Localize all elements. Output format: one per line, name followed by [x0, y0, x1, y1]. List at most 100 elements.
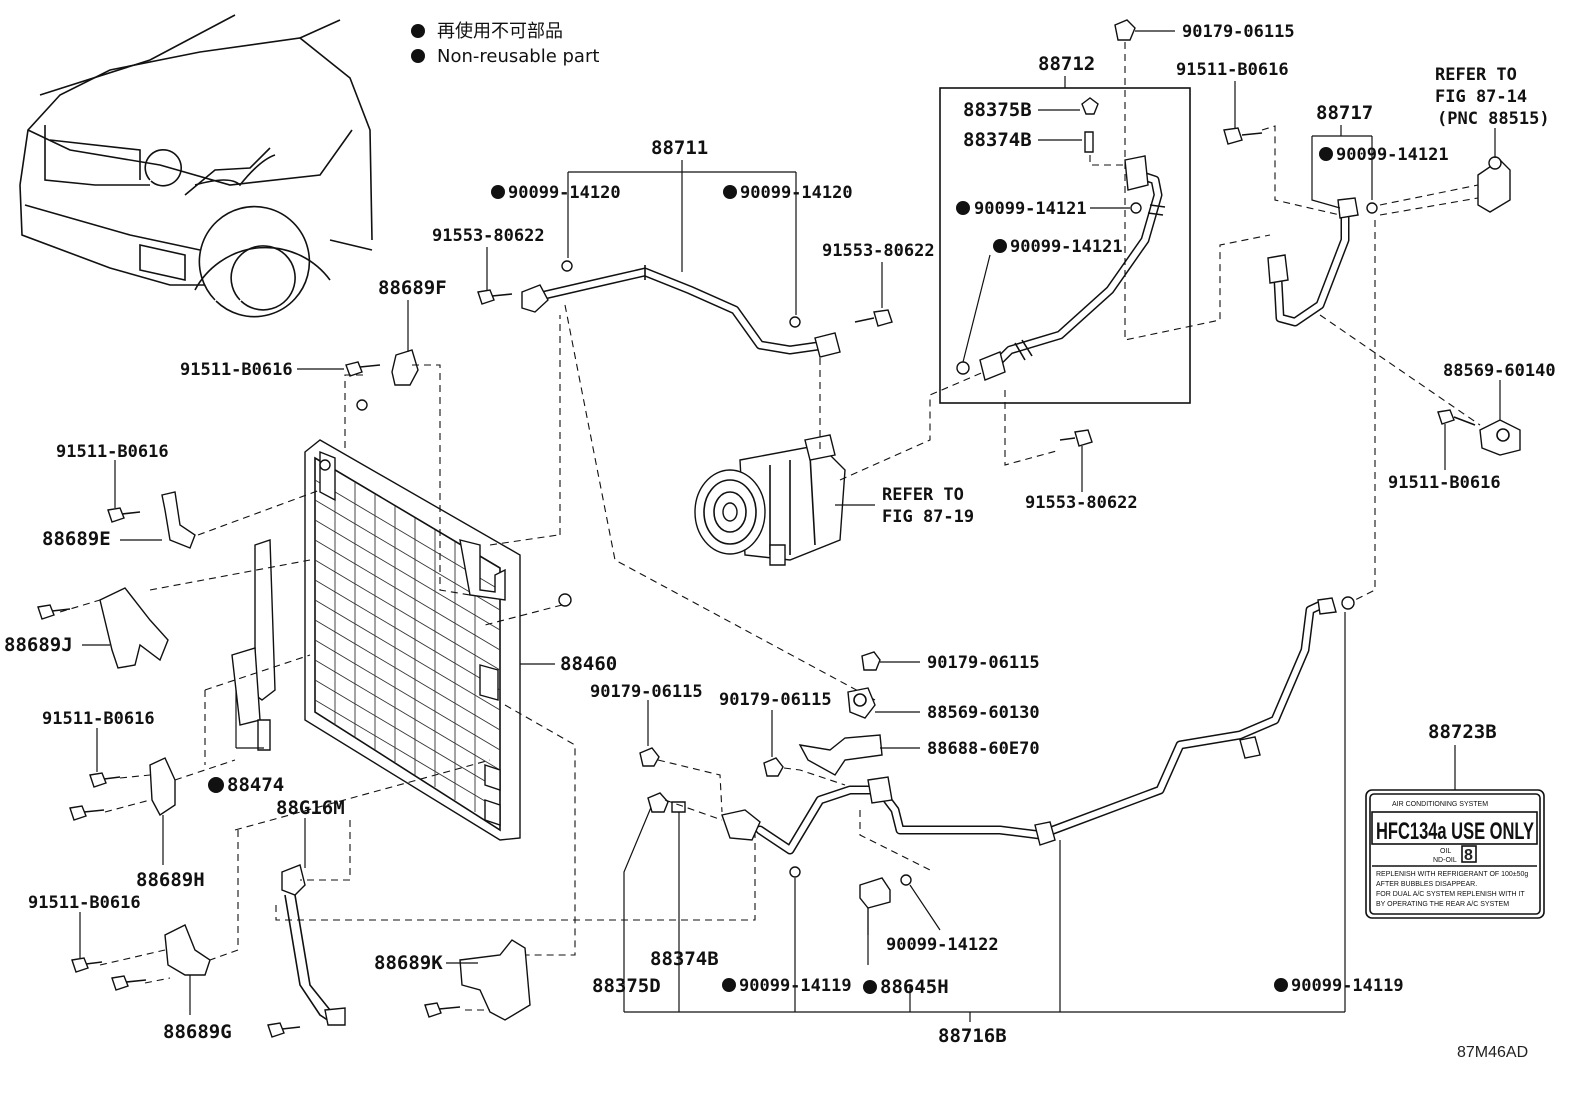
label-88474: 88474 [227, 774, 284, 796]
label-90179-d: 90179-06115 [590, 682, 703, 702]
bracket-88689J [99, 587, 169, 669]
valve-core-icon [1084, 131, 1094, 153]
non-reusable-dot-icon [208, 777, 224, 793]
label-90099-14121-a: 90099-14121 [974, 199, 1087, 219]
label-88374B-top: 88374B [963, 129, 1032, 151]
decal-nd-oil: ND-OIL [1433, 857, 1457, 864]
suction-hose-88712-box: 88712 [939, 53, 1191, 404]
o-ring-icon [561, 260, 573, 272]
bracket-88G16M [281, 864, 346, 1026]
receiver-tank [231, 539, 276, 751]
compressor [694, 434, 846, 566]
refer-87-14-a: REFER TO [1435, 65, 1517, 85]
o-ring-icon [900, 874, 912, 886]
non-reusable-dot-icon [993, 239, 1007, 253]
legend-en: Non-reusable part [437, 46, 599, 67]
decal-line2: AFTER BUBBLES DISAPPEAR. [1376, 881, 1477, 888]
o-ring-icon [789, 316, 801, 328]
label-91553-a: 91553-80622 [432, 226, 545, 246]
label-91511-e: 91511-B0616 [1176, 60, 1289, 80]
bolt-icon [477, 289, 513, 305]
label-88645H: 88645H [880, 976, 949, 998]
non-reusable-dot-icon [722, 978, 736, 992]
assembly-dashed-lines-left [59, 315, 756, 1011]
nut-icon [861, 651, 881, 671]
label-88723B: 88723B [1428, 721, 1497, 743]
non-reusable-dot-icon [1274, 978, 1288, 992]
label-90099-14119-a: 90099-14119 [739, 976, 852, 996]
o-ring-icon [1366, 202, 1378, 214]
label-88689F: 88689F [378, 277, 447, 299]
valve-core-88374B [671, 801, 686, 813]
clamp-88569-60140 [1479, 419, 1521, 456]
label-91511-b: 91511-B0616 [56, 442, 169, 462]
bolt-icon [267, 1022, 301, 1038]
label-90179-b: 90179-06115 [927, 653, 1040, 673]
bolt-icon [424, 1002, 461, 1018]
label-90179-a: 90179-06115 [1182, 22, 1295, 42]
refer-87-14-b: FIG 87-14 [1435, 87, 1527, 107]
label-88688-60E70: 88688-60E70 [927, 739, 1040, 759]
nut-icon [639, 747, 660, 767]
pipe-88717 [1267, 197, 1378, 327]
vehicle-front-sketch [19, 14, 373, 318]
label-90099-14120-a: 90099-14120 [508, 183, 621, 203]
nut-icon [1114, 19, 1136, 41]
o-ring-icon [789, 866, 801, 878]
label-88460: 88460 [560, 653, 617, 675]
o-ring-icon [1341, 596, 1355, 610]
label-91553-c: 91553-80622 [1025, 493, 1138, 513]
label-91511-f: 91511-B0616 [1388, 473, 1501, 493]
refer-87-14-c: (PNC 88515) [1437, 109, 1550, 129]
clamp-88569-60130 [847, 687, 876, 719]
label-91553-b: 91553-80622 [822, 241, 935, 261]
label-88689J: 88689J [4, 634, 73, 656]
label-88569-60130: 88569-60130 [927, 703, 1040, 723]
label-90099-14121-b: 90099-14121 [1010, 237, 1123, 257]
label-88375D: 88375D [592, 975, 661, 997]
discharge-hose-88711 [521, 260, 841, 358]
bolt-icon [71, 957, 103, 973]
refer-87-19-a: REFER TO [882, 485, 964, 505]
liquid-pipe-88716B [721, 596, 1355, 886]
non-reusable-dot-icon [491, 185, 505, 199]
label-88689H: 88689H [136, 869, 205, 891]
pressure-switch-88645H [859, 877, 891, 909]
bracket-88689K [459, 939, 531, 1021]
nut-icon [558, 593, 572, 607]
label-88569-60140: 88569-60140 [1443, 361, 1556, 381]
label-90099-14122: 90099-14122 [886, 935, 999, 955]
label-88689G: 88689G [163, 1021, 232, 1043]
bolt-icon [1223, 127, 1263, 145]
refrigerant-decal: AIR CONDITIONING SYSTEM HFC134a USE ONLY… [1365, 789, 1545, 919]
bolt-icon [107, 507, 141, 523]
decal-title: AIR CONDITIONING SYSTEM [1392, 801, 1488, 808]
bolt-icon [854, 309, 893, 327]
condenser-core-grid [314, 470, 501, 812]
decal-line1: REPLENISH WITH REFRIGERANT OF 100±50g [1376, 871, 1528, 878]
cap-88375D [647, 792, 669, 813]
cap-icon [1081, 97, 1099, 115]
bracket-88688-60E70 [798, 734, 883, 776]
bracket-88689G [164, 924, 211, 976]
label-91511-d: 91511-B0616 [28, 893, 141, 913]
label-90179-c: 90179-06115 [719, 690, 832, 710]
nut-icon [763, 757, 784, 777]
label-88375B: 88375B [963, 99, 1032, 121]
expansion-valve [1379, 156, 1511, 216]
bracket-88689E [161, 491, 196, 549]
decal-main: HFC134a USE ONLY [1376, 818, 1534, 845]
label-88712: 88712 [1038, 53, 1095, 75]
decal-line4: BY OPERATING THE REAR A/C SYSTEM [1376, 901, 1509, 908]
decal-line3: FOR DUAL A/C SYSTEM REPLENISH WITH IT [1376, 891, 1525, 898]
bolt-icon [111, 975, 147, 991]
decal-oil-num: 8 [1464, 847, 1473, 864]
bolt-icon [345, 361, 381, 377]
legend: 再使用不可部品 Non-reusable part [411, 21, 599, 67]
refer-87-19-b: FIG 87-19 [882, 507, 974, 527]
nut-icon [356, 399, 368, 411]
non-reusable-dot-icon [723, 185, 737, 199]
non-reusable-dot-icon [863, 980, 877, 994]
bolt-icon [1437, 409, 1476, 426]
